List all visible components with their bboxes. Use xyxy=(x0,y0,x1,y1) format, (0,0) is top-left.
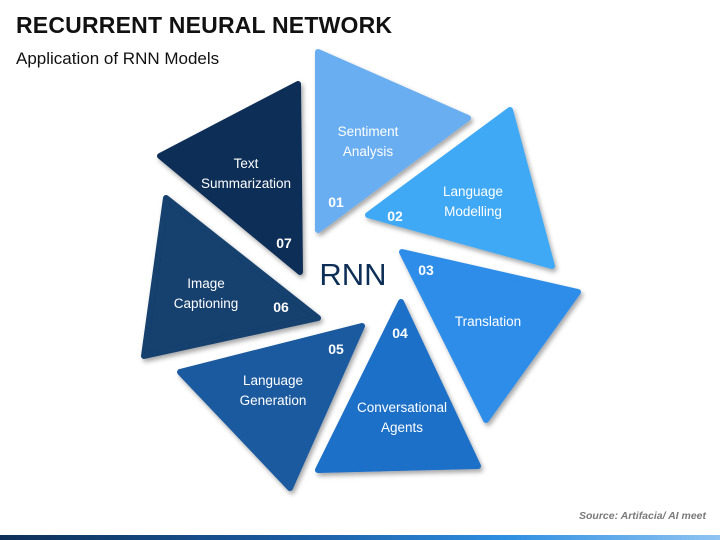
segment-06-label-line-2: Captioning xyxy=(174,296,239,311)
segment-02-label-line-1: Language xyxy=(443,184,503,199)
segment-01-label-line-1: Sentiment xyxy=(338,124,399,139)
segment-02-number: 02 xyxy=(387,208,403,224)
page-subtitle: Application of RNN Models xyxy=(16,49,220,68)
segment-03: Translation 03 xyxy=(399,249,581,423)
segment-05-label-line-2: Generation xyxy=(240,393,307,408)
page-title: RECURRENT NEURAL NETWORK xyxy=(16,12,393,38)
segment-03-label: Translation xyxy=(455,314,521,329)
segment-02: Language Modelling 02 xyxy=(365,107,555,269)
segment-07-label-line-1: Text xyxy=(234,156,259,171)
segment-04-shape xyxy=(315,299,481,473)
segment-05-number: 05 xyxy=(328,341,344,357)
center-label: RNN xyxy=(319,257,386,292)
segment-04: Conversational Agents 04 xyxy=(315,299,481,473)
segment-04-label-line-1: Conversational xyxy=(357,400,447,415)
segment-02-shape xyxy=(365,107,555,269)
segment-06-shape xyxy=(141,195,321,359)
segment-05: Language Generation 05 xyxy=(177,323,365,491)
segment-07-number: 07 xyxy=(276,235,292,251)
segment-07: Text Summarization 07 xyxy=(157,81,303,275)
segment-01: Sentiment Analysis 01 xyxy=(315,49,471,233)
segment-04-number: 04 xyxy=(392,325,408,341)
segment-05-shape xyxy=(177,323,365,491)
source-note: Source: Artifacia/ AI meet xyxy=(578,510,706,522)
segment-05-label-line-1: Language xyxy=(243,373,303,388)
segment-01-shape xyxy=(315,49,471,233)
segment-07-label-line-2: Summarization xyxy=(201,176,291,191)
segment-07-shape xyxy=(157,81,303,275)
segment-03-shape xyxy=(399,249,581,423)
segment-06-number: 06 xyxy=(273,299,289,315)
segment-06-label-line-1: Image xyxy=(187,276,225,291)
segment-04-label-line-2: Agents xyxy=(381,420,423,435)
segment-01-label-line-2: Analysis xyxy=(343,144,394,159)
segment-01-number: 01 xyxy=(328,194,344,210)
bottom-accent-bar xyxy=(0,535,720,540)
segment-06: Image Captioning 06 xyxy=(141,195,321,359)
segment-03-number: 03 xyxy=(418,262,434,278)
segment-02-label-line-2: Modelling xyxy=(444,204,502,219)
